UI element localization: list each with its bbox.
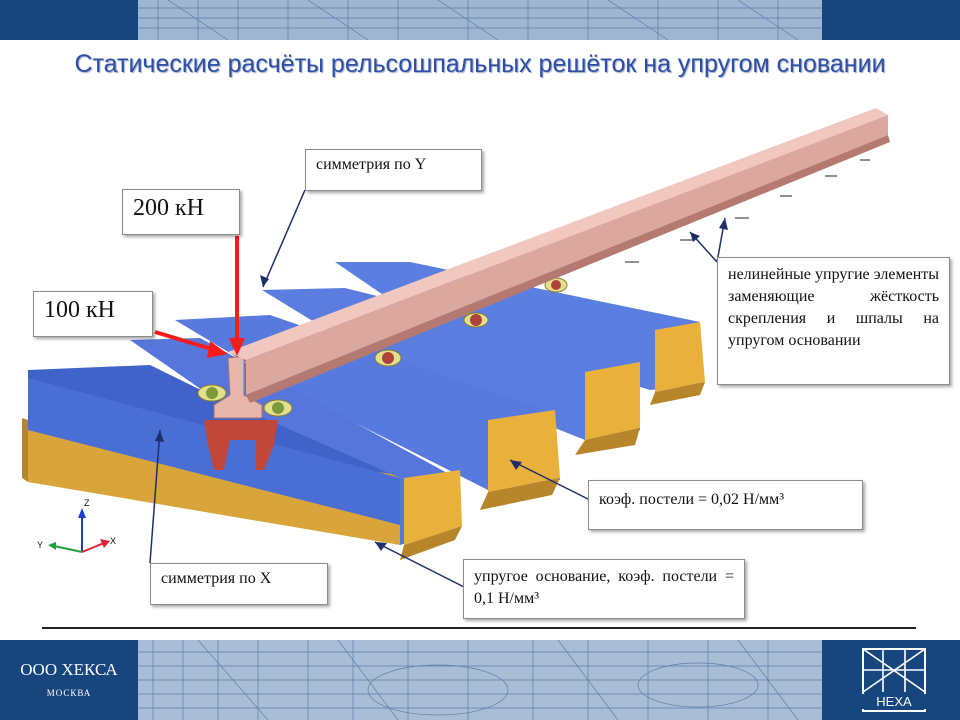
- rail-fasteners: [197, 277, 568, 417]
- callout-bed-coefficient-sleeper: коэф. постели = 0,02 Н/мм³: [588, 480, 863, 530]
- callout-symmetry-y: симметрия по Y: [305, 149, 482, 191]
- rail: [228, 108, 890, 403]
- header-band: [0, 0, 960, 40]
- company-name: ООО ХЕКСА: [20, 660, 118, 679]
- callout-load-200: 200 кН: [122, 189, 240, 235]
- footer-band: [0, 640, 960, 720]
- callout-symmetry-x: симметрия по X: [150, 563, 328, 605]
- axis-label-y: Y: [37, 540, 44, 550]
- mesh-pattern-top: [138, 0, 822, 40]
- mesh-pattern-bottom: [138, 640, 822, 720]
- callout-elastic-base: упругое основание, коэф. постели = 0,1 Н…: [463, 559, 745, 619]
- load-arrows: [154, 236, 245, 358]
- callout-nonlinear-elements: нелинейные упругие элементы заменяющие ж…: [717, 257, 950, 385]
- axis-label-x: X: [110, 536, 117, 546]
- axis-triad: [48, 508, 110, 553]
- axis-label-z: Z: [84, 498, 90, 508]
- logo-text: HEXA: [862, 694, 926, 709]
- footer-divider: [42, 627, 916, 629]
- callout-load-100: 100 кН: [33, 291, 153, 337]
- company-city: МОСКВА: [46, 688, 92, 698]
- slide-title: Статические расчёты рельсошпальных решёт…: [74, 50, 886, 78]
- leader-arrowheads: [155, 218, 728, 551]
